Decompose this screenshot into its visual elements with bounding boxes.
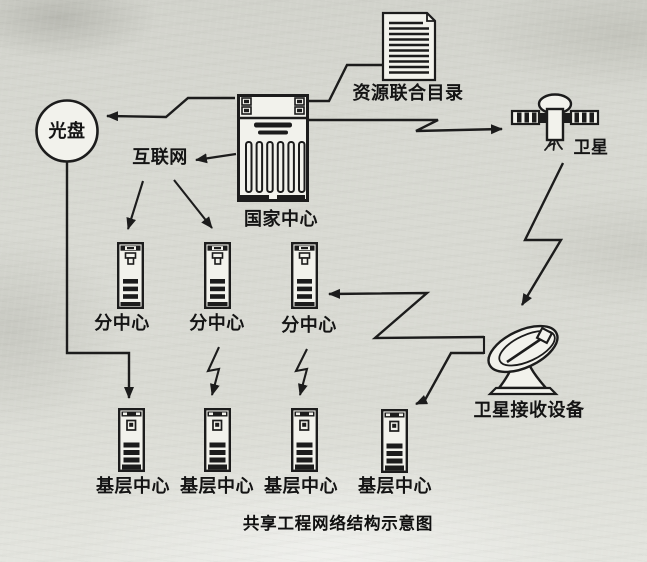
branch-tower-icon-3 xyxy=(291,241,318,309)
branch-tower-icon-2 xyxy=(203,241,232,309)
base-center-1: 基层中心 xyxy=(95,408,170,497)
server-tower-icon xyxy=(237,94,309,202)
dish-base xyxy=(487,386,559,396)
branch-tower-icon-1 xyxy=(116,241,145,309)
cd-label: 光盘 xyxy=(48,120,86,142)
base-tower-icon-4 xyxy=(381,409,408,473)
connector-server-to-cd xyxy=(106,96,235,122)
connector-internet-to-branch2 xyxy=(173,179,213,229)
cd-disc-icon xyxy=(35,99,99,163)
connector-server-to-satellite xyxy=(309,118,503,135)
base-center-3-label: 基层中心 xyxy=(263,475,338,497)
dish-label: 卫星接收设备 xyxy=(474,399,585,421)
branch-center-3-label: 分中心 xyxy=(281,314,337,336)
connector-internet-to-branch1 xyxy=(126,180,145,230)
catalog-label: 资源联合目录 xyxy=(353,82,464,104)
satellite-label: 卫星 xyxy=(574,138,609,158)
dish-node: 卫星接收设备 xyxy=(474,324,585,421)
national-center-node: 国家中心 xyxy=(237,94,318,230)
branch-center-1-label: 分中心 xyxy=(94,312,150,334)
base-center-2-label: 基层中心 xyxy=(179,475,254,497)
connectors xyxy=(65,63,565,406)
connector-branch2-to-base2 xyxy=(206,346,221,396)
catalog-node: 资源联合目录 xyxy=(353,11,464,104)
national-center-label: 国家中心 xyxy=(244,208,318,230)
connector-server-to-internet xyxy=(195,152,237,164)
branch-center-2-label: 分中心 xyxy=(189,312,245,334)
internet-label: 互联网 xyxy=(132,147,188,168)
base-center-4: 基层中心 xyxy=(357,409,432,497)
base-center-2: 基层中心 xyxy=(179,408,254,497)
satellite-dish-icon xyxy=(487,324,559,396)
cd-node: 光盘 xyxy=(35,99,99,163)
connector-cd-to-base1 xyxy=(65,162,134,399)
connector-dish-to-branch3 xyxy=(328,288,485,340)
base-tower-icon-1 xyxy=(117,408,146,472)
base-center-1-label: 基层中心 xyxy=(95,475,170,497)
base-center-4-label: 基层中心 xyxy=(357,475,432,497)
base-tower-icon-3 xyxy=(291,408,318,472)
connector-branch3-to-base3 xyxy=(294,348,309,396)
satellite-node: 卫星 xyxy=(510,93,609,158)
connector-satellite-to-dish xyxy=(520,162,565,306)
connector-server-to-catalog xyxy=(309,63,382,103)
branch-center-3: 分中心 xyxy=(281,241,337,336)
satellite-icon xyxy=(510,93,600,151)
branch-center-1: 分中心 xyxy=(94,241,150,334)
base-tower-icon-2 xyxy=(203,408,232,472)
document-icon xyxy=(381,11,437,82)
branch-center-2: 分中心 xyxy=(189,241,245,334)
diagram-title: 共享工程网络结构示意图 xyxy=(243,513,433,533)
base-center-3: 基层中心 xyxy=(263,408,338,497)
connector-dish-to-base4 xyxy=(415,351,484,406)
